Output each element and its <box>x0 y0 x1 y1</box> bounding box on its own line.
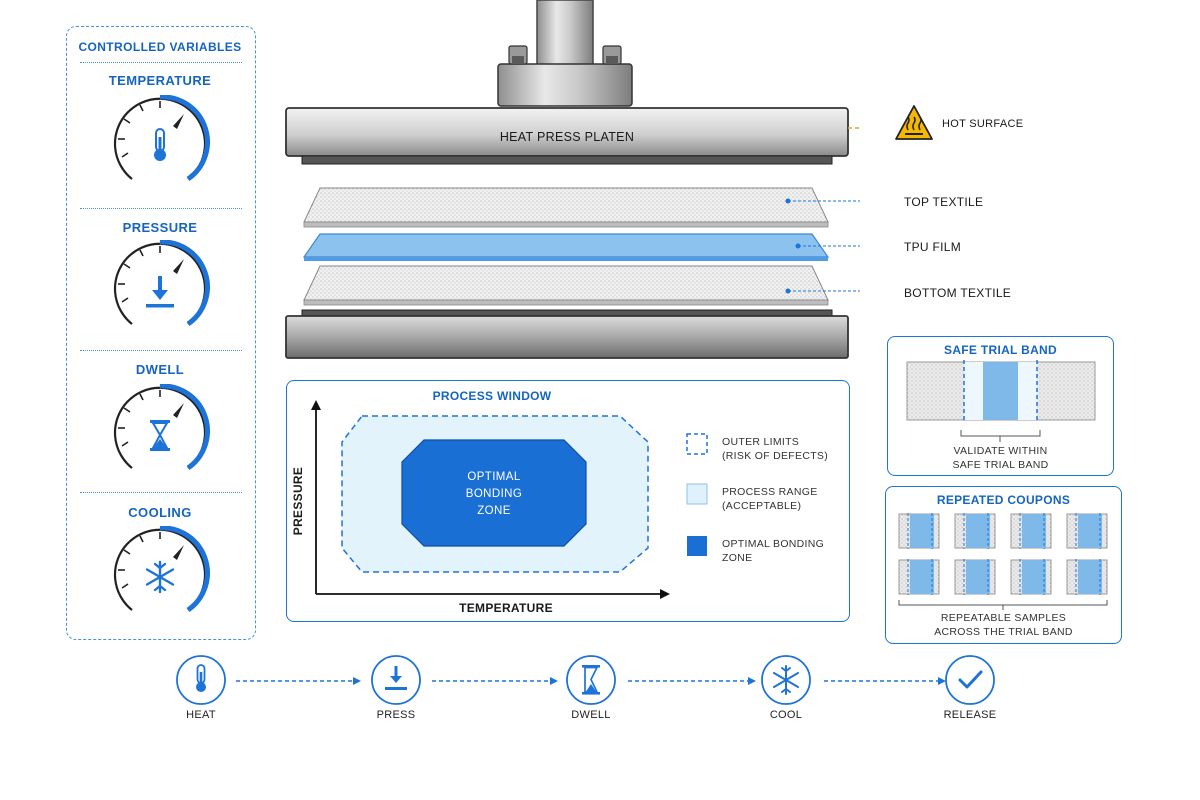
coupon-grid <box>898 513 1108 610</box>
caption-line: SAFE TRIAL BAND <box>952 459 1049 471</box>
coupon <box>1010 513 1052 549</box>
coupon <box>1066 559 1108 595</box>
safe-trial-band-caption: VALIDATE WITHIN SAFE TRIAL BAND <box>887 444 1114 472</box>
flow-arrowhead <box>353 677 361 685</box>
flow-arrowhead <box>748 677 756 685</box>
legend-optimal-zone: OPTIMAL BONDING ZONE <box>722 537 824 565</box>
legend-process-range: PROCESS RANGE (ACCEPTABLE) <box>722 485 818 513</box>
hot-surface-label: HOT SURFACE <box>942 118 1024 130</box>
controlled-variables-title: CONTROLLED VARIABLES <box>78 40 242 54</box>
checkmark-icon <box>958 670 983 689</box>
platen-label: HEAT PRESS PLATEN <box>499 130 635 144</box>
heat-press-illustration <box>285 0 860 359</box>
coupon <box>1066 513 1108 549</box>
legend-line: OPTIMAL BONDING <box>722 538 825 550</box>
step-label-heat: HEAT <box>186 709 216 721</box>
process-window-plot <box>311 400 708 599</box>
temperature-gauge <box>113 95 210 182</box>
gauge-label-cooling: COOLING <box>128 505 192 520</box>
coupon <box>1010 559 1052 595</box>
gauge-label-pressure: PRESSURE <box>122 220 198 235</box>
legend-swatch-outer-limits <box>686 433 708 455</box>
step-label-cool: COOL <box>769 709 803 721</box>
flow-arrowhead <box>938 677 946 685</box>
layer-label-tpu-film: TPU FILM <box>904 240 962 254</box>
cooling-gauge <box>113 526 210 613</box>
legend-line: ZONE <box>722 552 753 564</box>
optimal-bonding-zone <box>401 439 587 547</box>
sidebar-divider <box>80 350 242 351</box>
safe-trial-band-title: SAFE TRIAL BAND <box>944 343 1057 357</box>
legend-outer-limits: OUTER LIMITS (RISK OF DEFECTS) <box>722 435 828 463</box>
hourglass-icon <box>150 420 170 451</box>
x-axis-label: TEMPERATURE <box>459 601 553 615</box>
sidebar-divider <box>80 208 242 209</box>
legend-line: (ACCEPTABLE) <box>722 500 802 512</box>
optimal-zone-label: OPTIMAL BONDING ZONE <box>402 469 586 520</box>
process-steps-flow <box>176 655 995 705</box>
hot-surface-warning-icon <box>895 105 933 140</box>
safe-trial-band-swatch <box>906 360 1096 442</box>
process-window-title: PROCESS WINDOW <box>432 389 552 403</box>
press-down-icon <box>146 276 174 308</box>
coupon <box>954 513 996 549</box>
pressure-gauge <box>113 240 210 327</box>
step-label-release: RELEASE <box>943 709 997 721</box>
caption-line: ACROSS THE TRIAL BAND <box>934 626 1073 638</box>
snowflake-icon <box>773 665 799 695</box>
sidebar-divider <box>80 62 242 63</box>
thermometer-icon <box>196 664 206 692</box>
repeated-coupons-caption: REPEATABLE SAMPLES ACROSS THE TRIAL BAND <box>885 611 1122 639</box>
flow-arrowhead <box>550 677 558 685</box>
repeated-coupons-title: REPEATED COUPONS <box>936 493 1071 507</box>
coupon <box>898 513 940 549</box>
legend-swatch-process-range <box>686 483 708 505</box>
hourglass-icon <box>582 665 600 695</box>
gauge-label-temperature: TEMPERATURE <box>108 73 212 88</box>
sidebar-divider <box>80 492 242 493</box>
layer-label-top-textile: TOP TEXTILE <box>904 195 984 209</box>
thermometer-icon <box>154 128 166 161</box>
press-down-icon <box>385 666 407 690</box>
step-label-dwell: DWELL <box>571 709 611 721</box>
legend-line: (RISK OF DEFECTS) <box>722 450 829 462</box>
step-label-press: PRESS <box>376 709 416 721</box>
coupon <box>898 559 940 595</box>
gauge-label-dwell: DWELL <box>135 362 185 377</box>
coupon <box>954 559 996 595</box>
optimal-zone-label-line: BONDING <box>465 488 523 500</box>
legend-swatch-optimal-zone <box>687 536 707 556</box>
y-axis-label: PRESSURE <box>291 466 305 536</box>
dwell-gauge <box>113 384 210 471</box>
optimal-zone-label-line: OPTIMAL <box>467 471 521 483</box>
legend-line: PROCESS RANGE <box>722 486 818 498</box>
legend-line: OUTER LIMITS <box>722 436 800 448</box>
caption-line: REPEATABLE SAMPLES <box>940 612 1067 624</box>
coupon-bracket <box>898 600 1108 610</box>
caption-line: VALIDATE WITHIN <box>953 445 1048 457</box>
optimal-zone-label-line: ZONE <box>477 505 511 517</box>
snowflake-icon <box>145 560 175 594</box>
layer-label-bottom-textile: BOTTOM TEXTILE <box>904 286 1012 300</box>
